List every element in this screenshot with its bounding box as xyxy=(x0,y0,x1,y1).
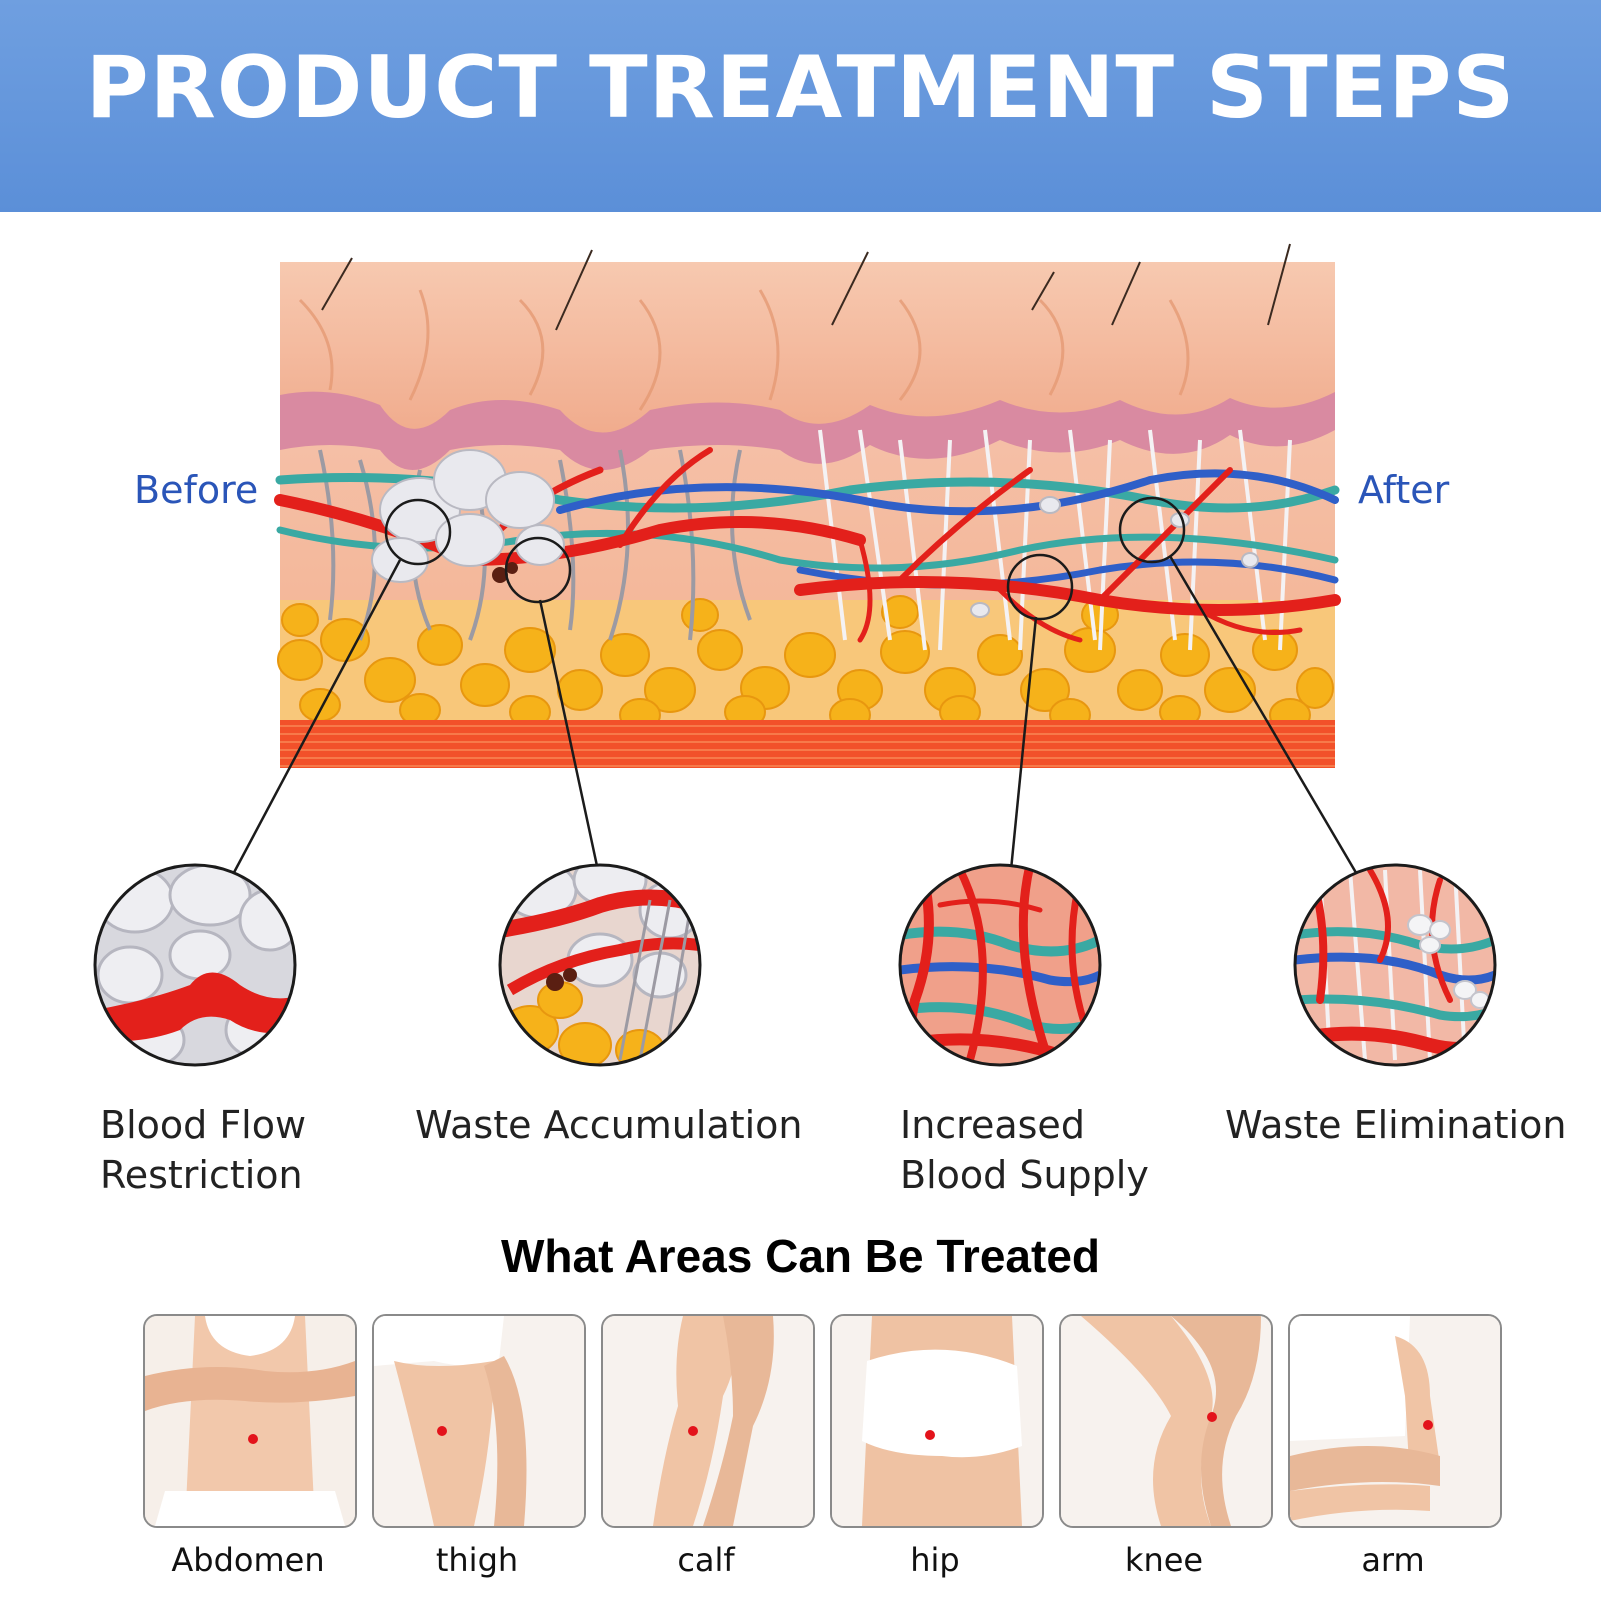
treatment-point-dot xyxy=(248,1434,258,1444)
area-card-hip xyxy=(830,1314,1044,1528)
zoom-circle-blood-flow-restriction xyxy=(93,863,297,1067)
area-card-calf xyxy=(601,1314,815,1528)
zoom-circle-waste-elimination xyxy=(1293,863,1497,1067)
areas-section-title: What Areas Can Be Treated xyxy=(500,1230,1101,1282)
area-card-abdomen xyxy=(143,1314,357,1528)
before-label: Before xyxy=(134,468,259,512)
header-banner: PRODUCT TREATMENT STEPS xyxy=(0,0,1601,212)
zoom-circle-waste-accumulation xyxy=(498,863,702,1067)
arm-illustration xyxy=(1290,1316,1500,1526)
abdomen-illustration xyxy=(145,1316,355,1526)
area-label-calf: calf xyxy=(677,1541,735,1579)
zoom-circle-increased-blood-supply xyxy=(898,863,1102,1067)
after-label: After xyxy=(1358,468,1450,512)
area-card-arm xyxy=(1288,1314,1502,1528)
treatment-point-dot xyxy=(1423,1420,1433,1430)
area-card-knee xyxy=(1059,1314,1273,1528)
thigh-illustration xyxy=(374,1316,584,1526)
hip-illustration xyxy=(832,1316,1042,1526)
area-label-abdomen: Abdomen xyxy=(171,1541,325,1579)
step-label-blood-flow-restriction: Blood Flow Restriction xyxy=(100,1103,307,1197)
area-card-thigh xyxy=(372,1314,586,1528)
area-label-thigh: thigh xyxy=(435,1541,519,1579)
calf-illustration xyxy=(603,1316,813,1526)
step-label-increased-blood-supply: Increased Blood Supply xyxy=(900,1103,1149,1197)
page-title: PRODUCT TREATMENT STEPS xyxy=(85,38,1516,138)
area-label-hip: hip xyxy=(910,1541,960,1579)
treatment-point-dot xyxy=(437,1426,447,1436)
muscle-layer xyxy=(280,720,1335,768)
step-label-waste-elimination: Waste Elimination xyxy=(1225,1103,1567,1147)
zoom-markers xyxy=(384,496,1186,621)
treatment-point-dot xyxy=(1207,1412,1217,1422)
leader-lines xyxy=(228,555,1367,889)
skin-layers xyxy=(274,243,1341,768)
area-label-knee: knee xyxy=(1124,1541,1204,1579)
treatment-point-dot xyxy=(925,1430,935,1440)
knee-illustration xyxy=(1061,1316,1271,1526)
treatment-point-dot xyxy=(688,1426,698,1436)
waste-clusters xyxy=(371,449,1259,618)
step-label-waste-accumulation: Waste Accumulation xyxy=(415,1103,803,1147)
area-label-arm: arm xyxy=(1361,1541,1425,1579)
